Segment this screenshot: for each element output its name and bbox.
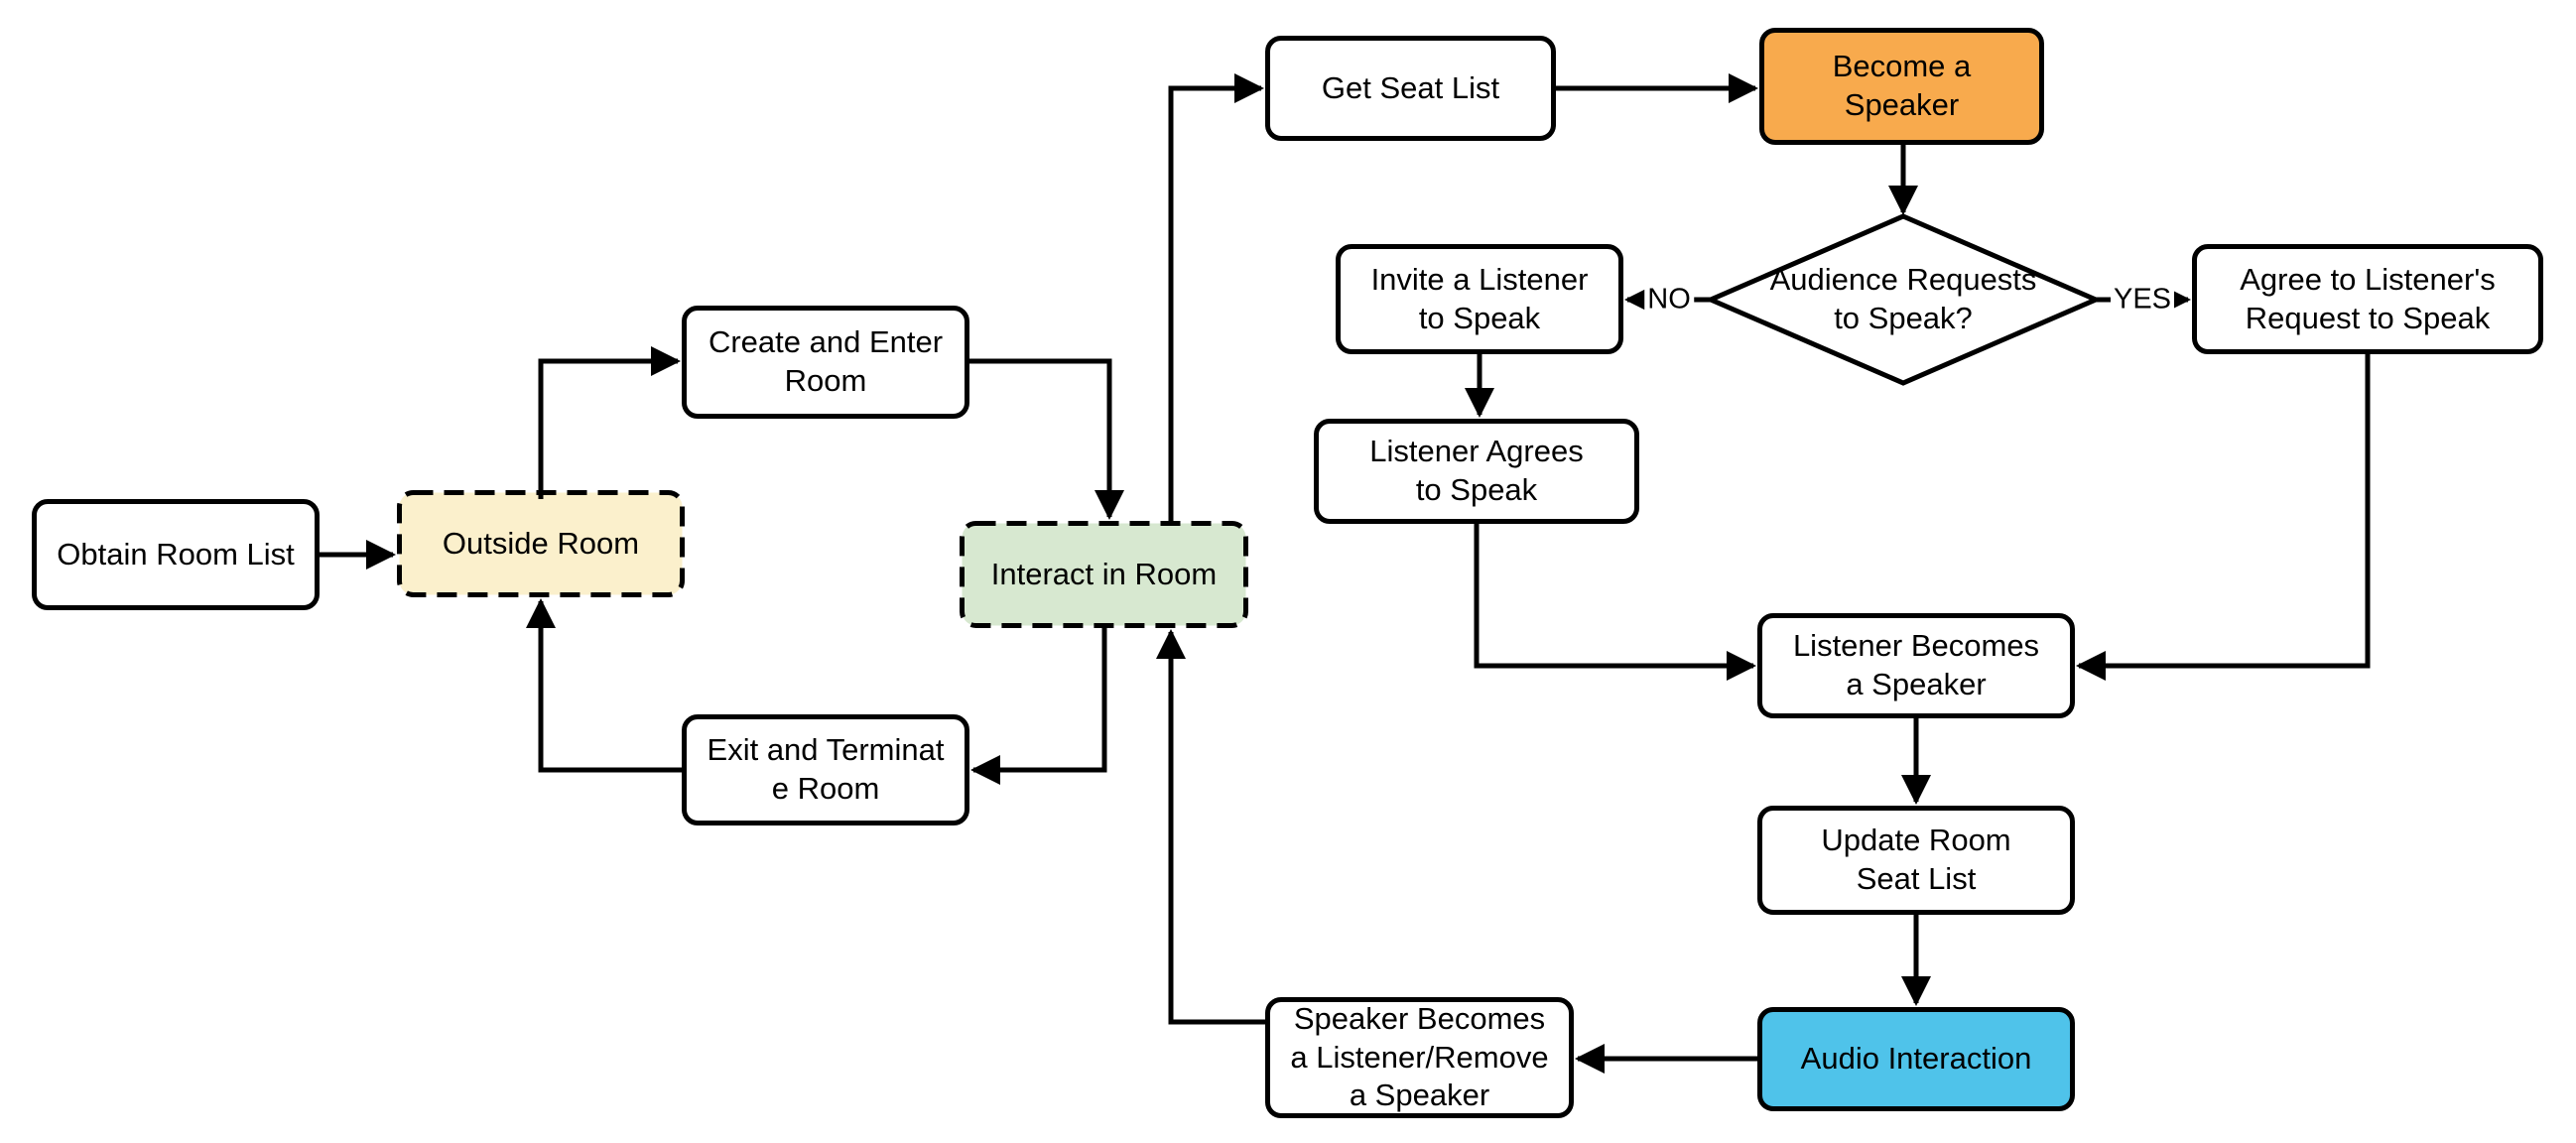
- node-label: Audio Interaction: [1800, 1041, 2032, 1077]
- node-label: to Speak?: [1834, 301, 1973, 335]
- edge-outside-to-create: [538, 346, 681, 499]
- node-label: Invite a Listener: [1370, 261, 1589, 297]
- edge-exit-to-outside: [526, 598, 682, 773]
- node-interact-in-room-box: [960, 521, 1248, 628]
- node-decision-audience-requests: Audience Requests to Speak?: [1754, 250, 2052, 349]
- node-label: e Room: [771, 771, 880, 806]
- node-update-room-seat-list: Update Room Seat List: [1757, 806, 2075, 915]
- node-label: a Listener/Remove: [1290, 1039, 1549, 1075]
- node-agree-to-request: Agree to Listener's Request to Speak: [2192, 244, 2543, 354]
- node-label: Audience Requests: [1769, 262, 2037, 298]
- node-label: Become a: [1832, 49, 1972, 84]
- edge-speakerbecomes-to-interact: [1156, 629, 1265, 1025]
- node-outside-room: Outside Room: [397, 490, 685, 597]
- edge-interact-to-getseat: [1168, 73, 1264, 521]
- node-label: Listener Agrees: [1369, 434, 1584, 469]
- node-label: Listener Becomes: [1792, 628, 2040, 664]
- node-label: Speaker Becomes: [1293, 1000, 1546, 1036]
- node-label: Create and Enter: [708, 324, 944, 360]
- node-label: Exit and Terminat: [707, 732, 945, 768]
- node-label: a Speaker: [1846, 667, 1987, 701]
- node-label: Room: [784, 363, 867, 398]
- node-label: Speaker: [1844, 87, 1960, 122]
- node-interact-in-room: Interact in Room: [960, 521, 1248, 628]
- node-label: to Speak: [1418, 300, 1541, 335]
- node-speaker-becomes-listener: Speaker Becomes a Listener/Remove a Spea…: [1265, 997, 1574, 1118]
- edge-create-to-interact: [969, 358, 1124, 520]
- node-exit-terminate-room: Exit and Terminat e Room: [682, 714, 969, 826]
- node-audio-interaction: Audio Interaction: [1757, 1007, 2075, 1111]
- node-label: Seat List: [1856, 861, 1977, 896]
- node-create-enter-room: Create and Enter Room: [682, 306, 969, 419]
- edge-label-no: NO: [1644, 282, 1694, 318]
- node-label: Agree to Listener's: [2240, 261, 2496, 297]
- node-label: Obtain Room List: [57, 536, 295, 572]
- node-label: Get Seat List: [1321, 69, 1500, 105]
- edge-label-yes: YES: [2110, 282, 2175, 318]
- node-obtain-room-list: Obtain Room List: [32, 499, 320, 610]
- node-listener-agrees: Listener Agrees to Speak: [1314, 419, 1639, 524]
- node-become-a-speaker: Become a Speaker: [1759, 28, 2044, 145]
- edge-interact-to-exit: [970, 628, 1107, 785]
- node-label: Request to Speak: [2245, 300, 2491, 335]
- node-get-seat-list: Get Seat List: [1265, 36, 1556, 141]
- edge-agrees-to-becomes: [1474, 524, 1756, 681]
- edge-agree-to-becomes: [2076, 354, 2371, 681]
- node-label: Interact in Room: [990, 556, 1218, 591]
- node-listener-becomes-speaker: Listener Becomes a Speaker: [1757, 613, 2075, 718]
- node-label: to Speak: [1415, 472, 1538, 507]
- node-invite-a-listener: Invite a Listener to Speak: [1336, 244, 1623, 354]
- node-label: Update Room: [1821, 823, 2011, 858]
- node-label: a Speaker: [1349, 1078, 1490, 1113]
- node-decision-diamond: [1704, 213, 2103, 386]
- node-label: Outside Room: [442, 525, 640, 561]
